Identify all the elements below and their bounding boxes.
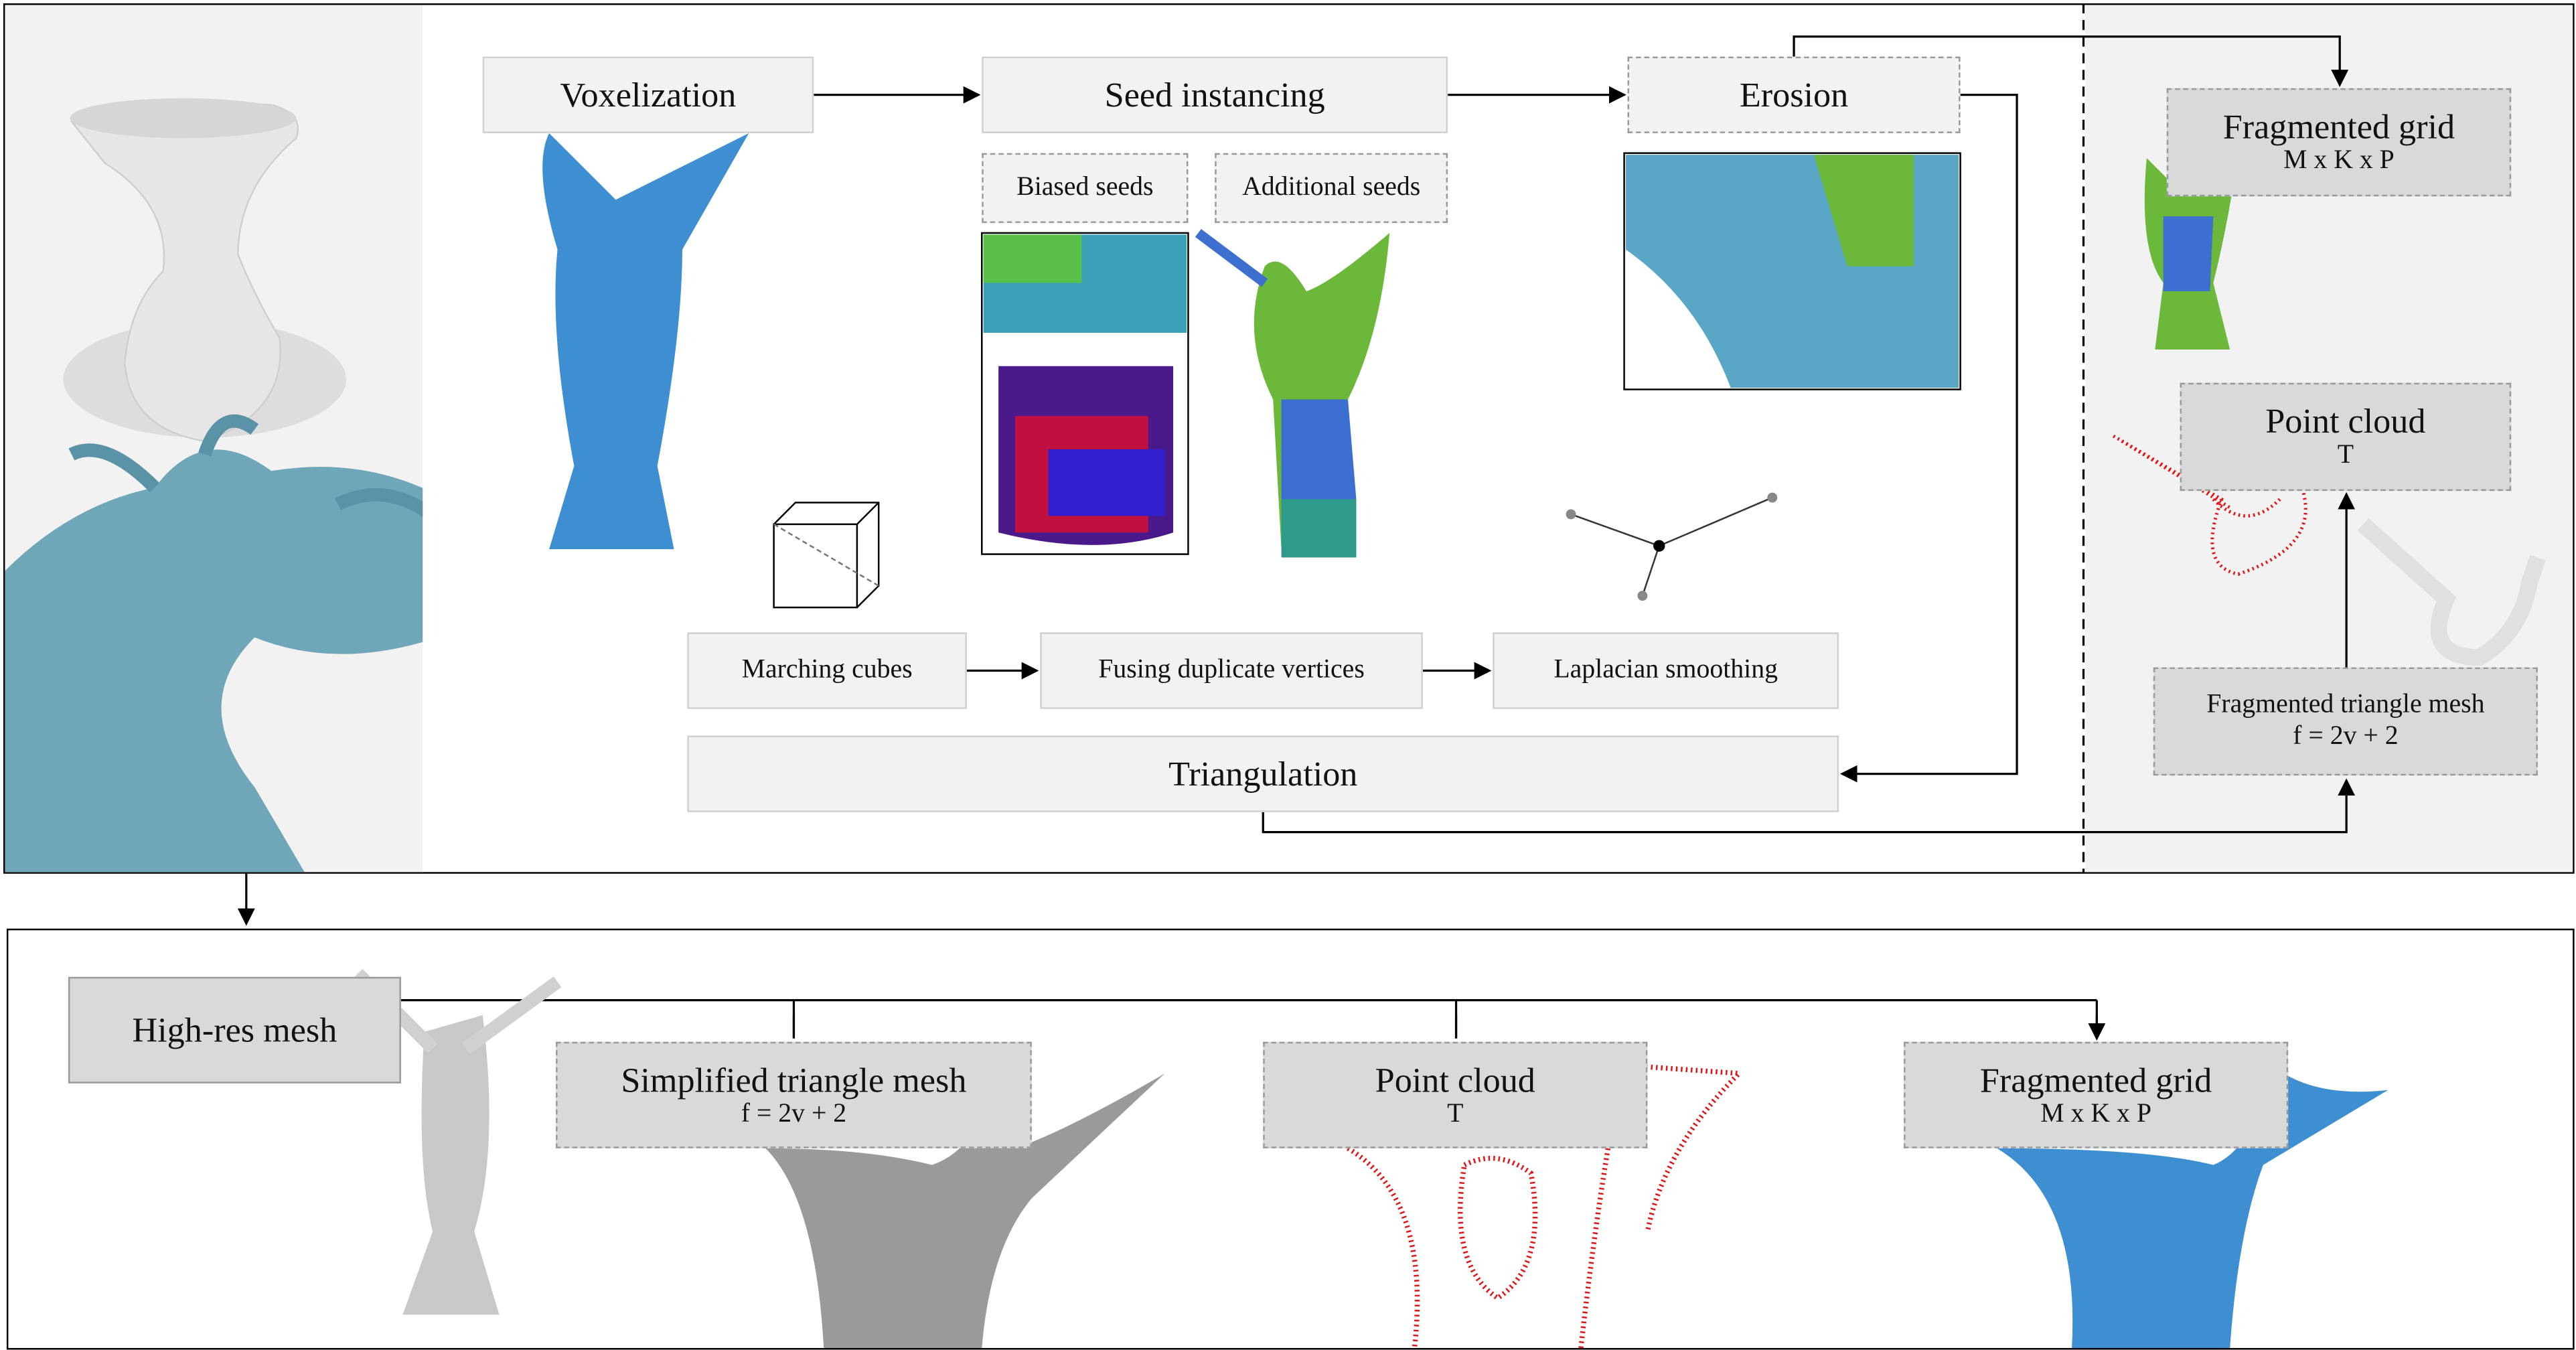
highres-label: High-res mesh xyxy=(132,1010,337,1050)
seeded-statue-image xyxy=(1195,228,1390,558)
bottom-cloud-dims: T xyxy=(1447,1100,1464,1128)
cloud-dims: T xyxy=(2337,441,2354,470)
simplified-mesh-statue-image xyxy=(765,1065,1165,1349)
erosion-label: Erosion xyxy=(1739,74,1849,115)
marching-cubes-step: Marching cubes xyxy=(687,632,967,709)
additional-seeds-label: Additional seeds xyxy=(1242,172,1421,202)
grid-title: Fragmented grid xyxy=(2222,106,2455,147)
triangulation-label: Triangulation xyxy=(1168,753,1358,794)
voxelization-step: Voxelization xyxy=(482,56,814,133)
biased-seeds-label: Biased seeds xyxy=(1016,172,1154,202)
point-cloud-statue-image xyxy=(1347,1062,1745,1349)
fragmented-grid-voxel-statue-image xyxy=(1997,1065,2389,1349)
bottom-grid-dims: M x K x P xyxy=(2040,1100,2151,1128)
fusing-vertices-step: Fusing duplicate vertices xyxy=(1040,632,1423,709)
fragmented-grid-statue-image xyxy=(2144,149,2239,350)
voxelization-label: Voxelization xyxy=(560,74,737,115)
voxelized-statue-image xyxy=(542,133,749,550)
additional-seeds-box: Additional seeds xyxy=(1215,153,1448,224)
highres-mesh-box: High-res mesh xyxy=(68,976,401,1083)
bottom-cloud-title: Point cloud xyxy=(1375,1059,1535,1100)
fusing-vertices-label: Fusing duplicate vertices xyxy=(1098,655,1365,684)
simplified-formula: f = 2v + 2 xyxy=(741,1100,847,1128)
bottom-grid-title: Fragmented grid xyxy=(1979,1059,2212,1100)
cube-icon xyxy=(773,502,880,609)
erosion-crop-image xyxy=(1623,152,1961,390)
seed-instancing-label: Seed instancing xyxy=(1104,74,1325,115)
input-models-panel xyxy=(5,5,477,873)
laplacian-star-icon xyxy=(1566,492,1778,601)
fragmented-mesh-white-image xyxy=(2357,518,2546,666)
grid-dims: M x K x P xyxy=(2283,147,2395,175)
seed-crop-image xyxy=(981,232,1189,555)
top-panel xyxy=(3,3,2575,874)
point-cloud-red-image xyxy=(2112,434,2314,576)
mesh-formula: f = 2v + 2 xyxy=(2293,721,2399,750)
laplacian-smoothing-step: Laplacian smoothing xyxy=(1493,632,1839,709)
marching-cubes-label: Marching cubes xyxy=(741,655,913,684)
triangulation-step: Triangulation xyxy=(687,735,1839,812)
erosion-step: Erosion xyxy=(1627,56,1961,133)
cloud-title: Point cloud xyxy=(2265,401,2426,442)
seed-instancing-step: Seed instancing xyxy=(982,56,1448,133)
biased-seeds-box: Biased seeds xyxy=(982,153,1189,224)
mesh-title: Fragmented triangle mesh xyxy=(2206,690,2485,719)
laplacian-smoothing-label: Laplacian smoothing xyxy=(1554,655,1778,684)
simplified-title: Simplified triangle mesh xyxy=(621,1059,967,1100)
vase-and-dragon-image xyxy=(5,98,477,873)
